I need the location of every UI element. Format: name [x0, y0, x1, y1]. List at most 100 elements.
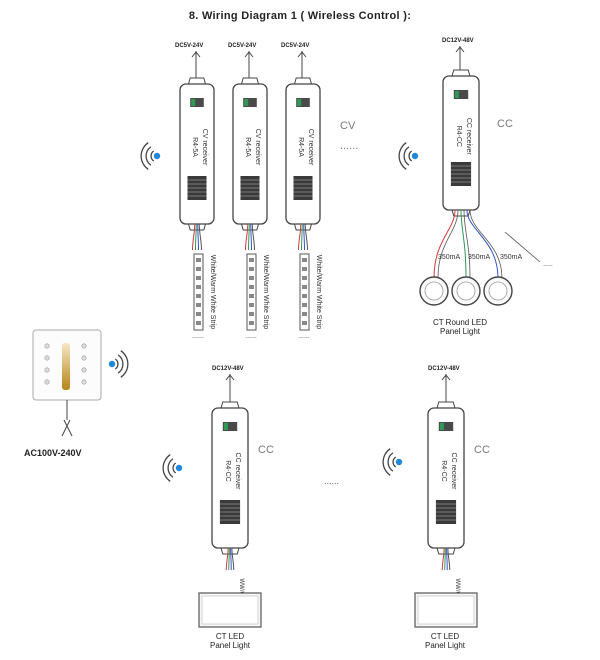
receiver-model-line1: CC receiver: [450, 453, 457, 491]
wire: [250, 223, 252, 251]
wireless-signal-icon-cv: [140, 142, 161, 170]
continuation-dots-cc: ......: [324, 476, 340, 486]
wire: [469, 209, 503, 279]
strip-led: [302, 321, 307, 325]
wire: [447, 547, 451, 571]
signal-arc: [172, 462, 177, 474]
wireless-signal-icon-cc-right: [382, 448, 403, 476]
cc-receiver-left-wires: [225, 547, 235, 571]
current-label-1: 350mA: [438, 254, 461, 261]
wire: [192, 223, 196, 251]
dimmer-slider-track: [62, 343, 70, 390]
signal-arc: [392, 456, 397, 468]
wire: [460, 209, 467, 279]
dimmer-button: [81, 367, 87, 373]
round-panel-light-3: [483, 276, 513, 306]
signal-arc: [150, 150, 155, 162]
receiver-model-line2: R4-CC: [455, 126, 462, 147]
round-panel-caption-line2: Panel Light: [439, 327, 481, 336]
strip-led: [249, 312, 254, 316]
ac-input-lead: [61, 400, 73, 437]
led-strip-1: White/Warm White Strip......: [192, 253, 216, 340]
cc-receiver-right-wires: [441, 547, 451, 571]
current-label-2: 350mA: [468, 254, 491, 261]
cv-wires-1: [192, 223, 202, 251]
dimmer-button: [81, 379, 87, 385]
strip-led: [249, 276, 254, 280]
mode-label-cc-left: CC: [258, 444, 274, 456]
strip-continuation: ......: [245, 333, 257, 340]
round-panel-light-2: [451, 276, 481, 306]
strip-led: [249, 267, 254, 271]
signal-arc: [140, 142, 149, 170]
led-strip-2: White/Warm White Strip......: [245, 253, 269, 340]
terminal-mark: [439, 423, 444, 430]
strip-body: [299, 253, 310, 331]
led-strip-3: White/Warm White Strip......: [298, 253, 322, 340]
strip-led: [196, 294, 201, 298]
round-panel-caption-line1: CT Round LED: [432, 318, 488, 327]
wire: [228, 547, 230, 571]
dimmer-button: [44, 343, 50, 349]
supply-label-cc-top: DC12V-48V: [442, 38, 474, 44]
wire: [466, 209, 499, 279]
supply-lead-fork: [225, 374, 235, 381]
strip-led: [249, 321, 254, 325]
square-panel-inner: [417, 595, 475, 625]
supply-label-cv1: DC5V-24V: [175, 43, 204, 49]
wire: [230, 547, 232, 571]
panel-caption-right: CT LED Panel Light: [395, 632, 495, 650]
continuation-dots-cv: ......: [340, 140, 359, 152]
receiver-model-line1: CC receiver: [465, 118, 472, 156]
receiver-model-line1: CV receiver: [307, 129, 314, 166]
supply-label-cc-left: DC12V-48V: [212, 366, 244, 372]
wire: [437, 209, 459, 279]
ac-input-label: AC100V-240V: [24, 448, 82, 458]
panel-caption-right-line1: CT LED: [430, 632, 460, 641]
round-panel-caption: CT Round LED Panel Light: [405, 318, 515, 336]
wire: [248, 223, 250, 251]
strip-led: [196, 303, 201, 307]
supply-label-cc-right: DC12V-48V: [428, 366, 460, 372]
dimmer-button: [44, 355, 50, 361]
wire: [197, 223, 199, 251]
dimmer-button: [81, 355, 87, 361]
terminal-mark: [191, 99, 196, 106]
receiver-model-line1: CV receiver: [201, 129, 208, 166]
strip-label: White/Warm White Strip: [209, 255, 216, 330]
panel-caption-left-line2: Panel Light: [209, 641, 251, 650]
strip-led: [196, 267, 201, 271]
panel-caption-left: CT LED Panel Light: [180, 632, 280, 650]
supply-label-cv2: DC5V-24V: [228, 43, 257, 49]
strip-led: [302, 312, 307, 316]
strip-led: [302, 267, 307, 271]
supply-lead-fork: [441, 374, 451, 381]
cc-top-wires: .....: [433, 209, 553, 279]
signal-arc: [145, 146, 152, 166]
cv-wires-3: [298, 223, 308, 251]
wire: [231, 547, 235, 571]
strip-led: [249, 258, 254, 262]
strip-led: [302, 276, 307, 280]
supply-label-cv3: DC5V-24V: [281, 43, 310, 49]
input-terminal: [438, 422, 454, 431]
cc-receiver-left-load: WW/CW: [198, 579, 262, 628]
round-panel-inner: [424, 281, 444, 301]
signal-arc: [387, 452, 394, 472]
wire: [303, 223, 305, 251]
receiver-model-line2: R4-5A: [244, 137, 251, 157]
output-wire-label: WW/CW: [238, 579, 244, 602]
input-terminal: [453, 90, 469, 99]
strip-led: [196, 312, 201, 316]
diagram-title: 8. Wiring Diagram 1 ( Wireless Control )…: [188, 10, 412, 22]
strip-led: [196, 321, 201, 325]
input-terminal: [222, 422, 238, 431]
panel-caption-left-line1: CT LED: [215, 632, 245, 641]
signal-arc: [398, 142, 407, 170]
wire: [298, 223, 302, 251]
wire: [304, 223, 308, 251]
